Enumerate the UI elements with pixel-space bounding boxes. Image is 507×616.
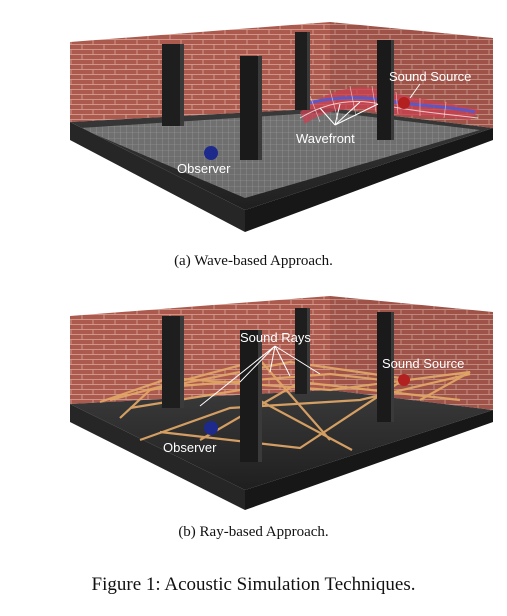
panel-ray-based: Sound Rays Sound Source Observer bbox=[0, 290, 507, 520]
sound-source-label: Sound Source bbox=[382, 356, 464, 371]
observer-label: Observer bbox=[163, 440, 217, 455]
wave-scene-illustration: Sound Source Wavefront Observer bbox=[70, 22, 493, 232]
source-pointer-line bbox=[409, 83, 421, 99]
sound-source-sphere bbox=[398, 374, 410, 386]
sound-rays-label: Sound Rays bbox=[240, 330, 311, 345]
observer-sphere bbox=[204, 146, 218, 160]
subfigure-caption-b: (b) Ray-based Approach. bbox=[178, 524, 329, 540]
back-wall bbox=[70, 296, 330, 404]
back-wall bbox=[70, 22, 330, 122]
subfigure-caption-a: (a) Wave-based Approach. bbox=[174, 253, 333, 269]
sound-source-label: Sound Source bbox=[389, 69, 471, 84]
wavefront-label: Wavefront bbox=[296, 131, 355, 146]
panel-wave-based: Sound Source Wavefront Observer bbox=[0, 0, 507, 250]
figure-caption: Figure 1: Acoustic Simulation Techniques… bbox=[91, 574, 416, 595]
sound-source-sphere bbox=[398, 97, 410, 109]
pillars bbox=[162, 32, 394, 160]
rays-pointer-lines bbox=[199, 345, 321, 407]
wavefront-pointer-lines bbox=[319, 101, 379, 126]
observer-label: Observer bbox=[177, 161, 231, 176]
ray-scene-illustration: Sound Rays Sound Source Observer bbox=[70, 296, 493, 510]
observer-sphere bbox=[204, 421, 218, 435]
